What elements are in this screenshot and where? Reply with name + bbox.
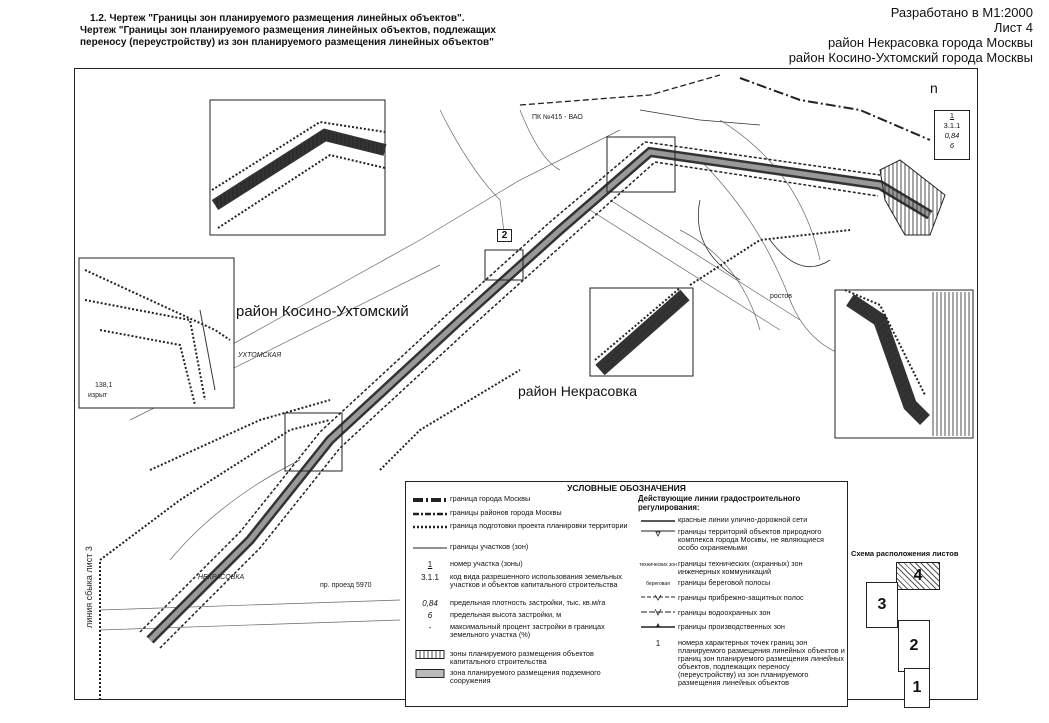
label-pk: ПК №415 - ВАО xyxy=(532,114,583,121)
legend-item-height: 6 предельная высота застройки, м xyxy=(427,610,562,620)
legend-item-max-percent: - максимальный процент застройки в грани… xyxy=(428,622,605,639)
legend-item-red-lines: красные линии улично-дорожной сети xyxy=(641,515,808,524)
inset-center xyxy=(589,287,694,377)
sheet-scheme: 4 3 2 1 xyxy=(866,560,946,710)
label-utomskaya: УХТОМСКАЯ xyxy=(238,352,282,359)
north-mark: n xyxy=(930,80,938,96)
label-nekrasovka-street: НЕКРАСОВКА xyxy=(198,574,245,581)
district-kosino: район Косино-Ухтомский города Москвы xyxy=(788,50,1033,65)
inset-right xyxy=(834,289,974,439)
parcel-code: 3.1.1 xyxy=(943,121,961,130)
title-line-2: Чертеж "Границы зон планируемого размеще… xyxy=(80,25,496,36)
legend-item-natural-complex: границы территорий объектов природного к… xyxy=(638,528,846,552)
legend: УСЛОВНЫЕ ОБОЗНАЧЕНИЯ граница города Моск… xyxy=(405,481,848,707)
legend-right-head: Действующие линии градостроительного рег… xyxy=(638,494,801,512)
city-boundary-line xyxy=(739,77,931,141)
title-line-3: переносу (переустройству) из зон планиру… xyxy=(80,37,494,48)
label-rostov: ростов xyxy=(770,293,793,300)
sheet-number: Лист 4 xyxy=(993,20,1033,35)
legend-item-industrial-zones: границы производственных зон xyxy=(638,623,846,632)
title-line-1: 1.2. Чертеж "Границы зон планируемого ра… xyxy=(90,13,465,24)
legend-item-density: 0,84 предельная плотность застройки, тыс… xyxy=(422,598,606,608)
parcel-height: 6 xyxy=(949,141,955,150)
label-kosino-ukhtomsky: район Косино-Ухтомский xyxy=(236,303,409,320)
scheme-sheet-4: 4 xyxy=(896,562,940,590)
legend-item-use-code: 3.1.1 код вида разрешенного использовани… xyxy=(421,572,622,589)
scheme-title: Схема расположения листов xyxy=(851,549,959,558)
legend-item-parcel-boundary: границы участков (зон) xyxy=(413,542,529,551)
district-nekrasovka: район Некрасовка города Москвы xyxy=(827,35,1033,50)
legend-item-protective-strip: границы прибрежно-защитных полос xyxy=(638,594,846,603)
scheme-sheet-2: 2 xyxy=(898,620,930,672)
label-izryt: изрыт xyxy=(88,392,108,399)
legend-item-point-numbers: 1 номера характерных точек границ зон пл… xyxy=(655,638,845,687)
inset-top-left xyxy=(209,99,387,236)
developed-scale: Разработано в М1:2000 xyxy=(890,5,1033,20)
legend-item-water-protection: границы водоохранных зон xyxy=(638,609,846,618)
legend-title: УСЛОВНЫЕ ОБОЗНАЧЕНИЯ xyxy=(567,483,686,493)
label-sheet-line: линия сбыка лист 3 xyxy=(84,546,94,628)
scheme-sheet-3: 3 xyxy=(866,582,898,628)
legend-item-district-boundary: границы районов города Москвы xyxy=(413,508,562,517)
number-tag: 2 xyxy=(497,229,512,242)
legend-item-parcel-number: 1 номер участка (зоны) xyxy=(427,559,523,569)
planned-corridor xyxy=(139,141,933,649)
header-info: Разработано в М1:2000 Лист 4 район Некра… xyxy=(703,5,1033,65)
legend-item-planned-zone: зоны планируемого размещения объектов ка… xyxy=(410,650,640,666)
legend-item-underground-zone: зона планируемого размещения подземного … xyxy=(410,669,640,685)
scheme-sheet-1: 1 xyxy=(904,668,930,708)
parcel-density: 0,84 xyxy=(944,131,960,140)
label-proezd: пр. проезд 5970 xyxy=(320,582,372,589)
drawing-title: 1.2. Чертеж "Границы зон планируемого ра… xyxy=(80,13,640,49)
parcel-info-box: 1 3.1.1 0,84 6 xyxy=(934,110,970,160)
label-138: 138,1 xyxy=(95,382,113,389)
legend-item-city-boundary: граница города Москвы xyxy=(413,494,531,503)
parcel-number: 1 xyxy=(949,111,955,120)
legend-item-project-boundary: граница подготовки проекта планировки те… xyxy=(413,521,628,530)
legend-item-technical-zones: технических зон границы технических (охр… xyxy=(639,559,803,576)
inset-left xyxy=(78,257,235,409)
label-nekrasovka: район Некрасовка xyxy=(518,383,637,399)
legend-item-shore-strip: береговая границы береговой полосы xyxy=(646,578,771,587)
